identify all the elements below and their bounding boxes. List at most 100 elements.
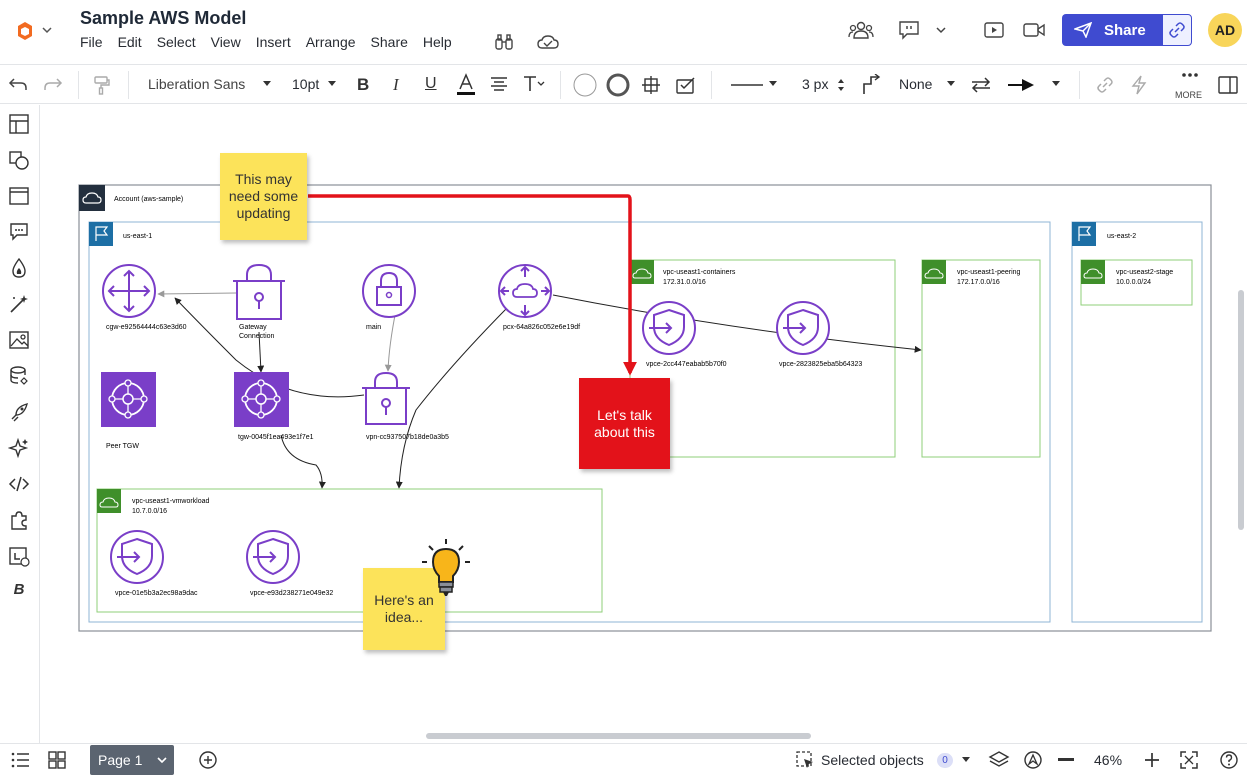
vpce1-node[interactable] <box>642 301 696 355</box>
vpce2-node[interactable] <box>776 301 830 355</box>
connector-pcx-vmworkload[interactable] <box>395 308 507 489</box>
vpc-peering[interactable] <box>921 259 1041 458</box>
more-dots-icon[interactable] <box>1180 71 1200 79</box>
binoculars-icon[interactable] <box>494 33 514 51</box>
sticky-note-idea[interactable]: Here's an idea... <box>363 568 445 650</box>
region-us-east-1[interactable] <box>88 221 1051 623</box>
menu-view[interactable]: View <box>210 34 241 50</box>
swap-arrows-icon[interactable] <box>970 75 992 95</box>
video-call-icon[interactable] <box>1023 21 1045 39</box>
selected-objects-label[interactable]: Selected objects <box>821 752 924 768</box>
hyperlink-icon[interactable] <box>1095 75 1115 95</box>
format-painter-icon[interactable] <box>92 75 112 95</box>
templates-icon[interactable] <box>8 113 30 135</box>
page-grid-icon[interactable] <box>47 750 67 770</box>
line-style-chevron-icon[interactable] <box>768 80 778 88</box>
action-lightning-icon[interactable] <box>1130 75 1148 95</box>
share-button[interactable]: Share <box>1062 14 1162 46</box>
vpn-node[interactable] <box>362 371 410 425</box>
region-us-east-2[interactable] <box>1071 221 1203 623</box>
frame-icon[interactable] <box>8 185 30 207</box>
connector-pcx-peering[interactable] <box>552 294 922 353</box>
comment-menu-chevron-icon[interactable] <box>935 25 947 35</box>
zoom-in-icon[interactable] <box>1143 751 1161 769</box>
comments-panel-icon[interactable] <box>8 221 30 243</box>
menu-arrange[interactable]: Arrange <box>305 34 356 50</box>
copy-link-button[interactable] <box>1162 14 1192 46</box>
diagram-canvas[interactable]: Account (aws-sample) us-east-1 us-east-2… <box>41 105 1235 743</box>
comment-icon[interactable] <box>898 20 920 40</box>
bold-icon[interactable]: B <box>357 75 370 94</box>
shape-options-icon[interactable] <box>641 75 661 95</box>
page-tab-chevron-icon[interactable] <box>156 755 168 765</box>
data-icon[interactable] <box>8 365 30 387</box>
integrations-puzzle-icon[interactable] <box>8 509 30 531</box>
brand-b-icon[interactable]: B <box>13 581 25 598</box>
vpce3-node[interactable] <box>110 530 164 584</box>
menu-insert[interactable]: Insert <box>255 34 291 50</box>
collaborators-icon[interactable] <box>848 20 874 40</box>
line-width-select[interactable]: 3 px <box>802 76 829 92</box>
cloud-saved-icon[interactable] <box>537 34 559 50</box>
vpc-vmworkload[interactable] <box>96 488 603 613</box>
connector-vpn-cgw[interactable] <box>174 297 365 398</box>
peer-tgw-node[interactable] <box>101 372 156 427</box>
shapes-icon[interactable] <box>8 149 30 171</box>
text-color-icon[interactable] <box>457 73 475 97</box>
font-family-chevron-icon[interactable] <box>262 80 272 88</box>
navigate-icon[interactable] <box>1023 750 1043 770</box>
layers-icon[interactable] <box>988 750 1010 770</box>
tgw-node[interactable] <box>234 372 289 427</box>
present-icon[interactable] <box>983 20 1005 40</box>
app-logo-icon[interactable] <box>14 20 36 42</box>
lightbulb-icon[interactable] <box>419 537 473 599</box>
page-list-icon[interactable] <box>10 750 30 770</box>
menu-help[interactable]: Help <box>422 34 452 50</box>
gateway-connection-node[interactable] <box>233 263 285 320</box>
account-container[interactable] <box>78 184 1212 632</box>
menu-select[interactable]: Select <box>156 34 196 50</box>
vpce4-node[interactable] <box>246 530 300 584</box>
sticky-note-talk[interactable]: Let's talk about this <box>579 378 670 469</box>
more-label[interactable]: MORE <box>1175 90 1202 100</box>
user-avatar[interactable]: AD <box>1208 13 1242 47</box>
redo-icon[interactable] <box>43 75 63 93</box>
line-width-stepper-icon[interactable] <box>837 77 845 93</box>
fit-screen-icon[interactable] <box>1179 750 1199 770</box>
main-node[interactable] <box>362 264 416 318</box>
selected-objects-chevron-icon[interactable] <box>961 756 971 764</box>
menu-share[interactable]: Share <box>370 34 408 50</box>
cgw-node[interactable] <box>102 264 156 318</box>
italic-icon[interactable]: I <box>393 75 399 94</box>
vertical-scrollbar[interactable] <box>1238 290 1244 530</box>
arrow-start-select[interactable]: None <box>899 76 933 92</box>
page-tab[interactable]: Page 1 <box>90 745 174 775</box>
menu-edit[interactable]: Edit <box>117 34 142 50</box>
arrow-end-icon[interactable] <box>1008 78 1034 92</box>
text-options-icon[interactable] <box>523 75 545 93</box>
help-icon[interactable] <box>1219 750 1239 770</box>
line-color-icon[interactable] <box>606 73 630 97</box>
add-page-icon[interactable] <box>198 750 218 770</box>
logo-menu-chevron-icon[interactable] <box>42 25 52 35</box>
arrow-start-chevron-icon[interactable] <box>946 80 956 88</box>
rocket-icon[interactable] <box>8 401 30 423</box>
magic-wand-icon[interactable] <box>8 293 30 315</box>
connector-note-red[interactable] <box>308 194 637 376</box>
sticky-note-update[interactable]: This may need some updating <box>220 153 307 240</box>
undo-icon[interactable] <box>8 75 28 93</box>
underline-icon[interactable]: U <box>425 75 437 92</box>
code-icon[interactable] <box>8 473 30 495</box>
font-size-select[interactable]: 10pt <box>292 76 320 92</box>
image-icon[interactable] <box>8 329 30 351</box>
font-size-chevron-icon[interactable] <box>327 80 337 88</box>
panel-toggle-icon[interactable] <box>1217 75 1239 95</box>
pcx-node[interactable] <box>498 264 552 318</box>
connector-gateway-tgw[interactable] <box>257 331 265 373</box>
font-family-select[interactable]: Liberation Sans <box>148 76 246 92</box>
ai-sparkle-icon[interactable] <box>8 437 30 459</box>
menu-file[interactable]: File <box>80 34 103 50</box>
text-align-icon[interactable] <box>490 76 508 92</box>
document-title[interactable]: Sample AWS Model <box>80 8 247 28</box>
connector-gateway-cgw[interactable] <box>157 290 237 298</box>
